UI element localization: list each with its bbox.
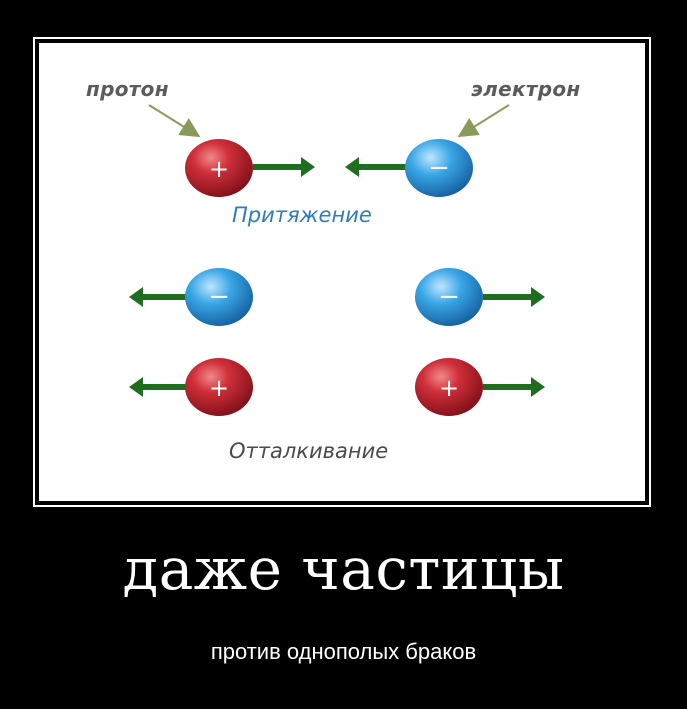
caption-subtitle: против однополых браков [210, 639, 477, 664]
arrow-right [483, 377, 545, 397]
proton-pointer [148, 104, 201, 138]
charge-diagram: + − − − [129, 104, 545, 416]
attraction-proton: + [185, 139, 253, 197]
arrow-left [129, 377, 201, 397]
arrow-left [345, 157, 407, 177]
electron-sign: − [438, 282, 460, 312]
repulsion-proton-left: + [185, 358, 253, 416]
repulsion-electron-left: − [185, 268, 253, 326]
proton-sign: + [439, 374, 459, 402]
electron-sign: − [428, 153, 450, 183]
arrow-left [129, 287, 201, 307]
poster-frame [33, 37, 651, 507]
electron-pointer [457, 104, 510, 138]
repulsion-proton-right: + [415, 358, 483, 416]
repulsion-electron-right: − [415, 268, 483, 326]
electron-label: электрон [471, 77, 581, 101]
arrow-right [253, 157, 315, 177]
proton-sign: + [209, 374, 229, 402]
repulsion-label: Отталкивание [229, 439, 389, 463]
proton-label: протон [86, 77, 169, 101]
proton-sign: + [209, 155, 229, 183]
electron-sign: − [208, 282, 230, 312]
attraction-label: Притяжение [232, 203, 372, 227]
caption-title: даже частицы [122, 535, 565, 603]
physics-illustration: + − − − [39, 43, 645, 501]
arrow-right [483, 287, 545, 307]
attraction-electron: − [405, 139, 473, 197]
